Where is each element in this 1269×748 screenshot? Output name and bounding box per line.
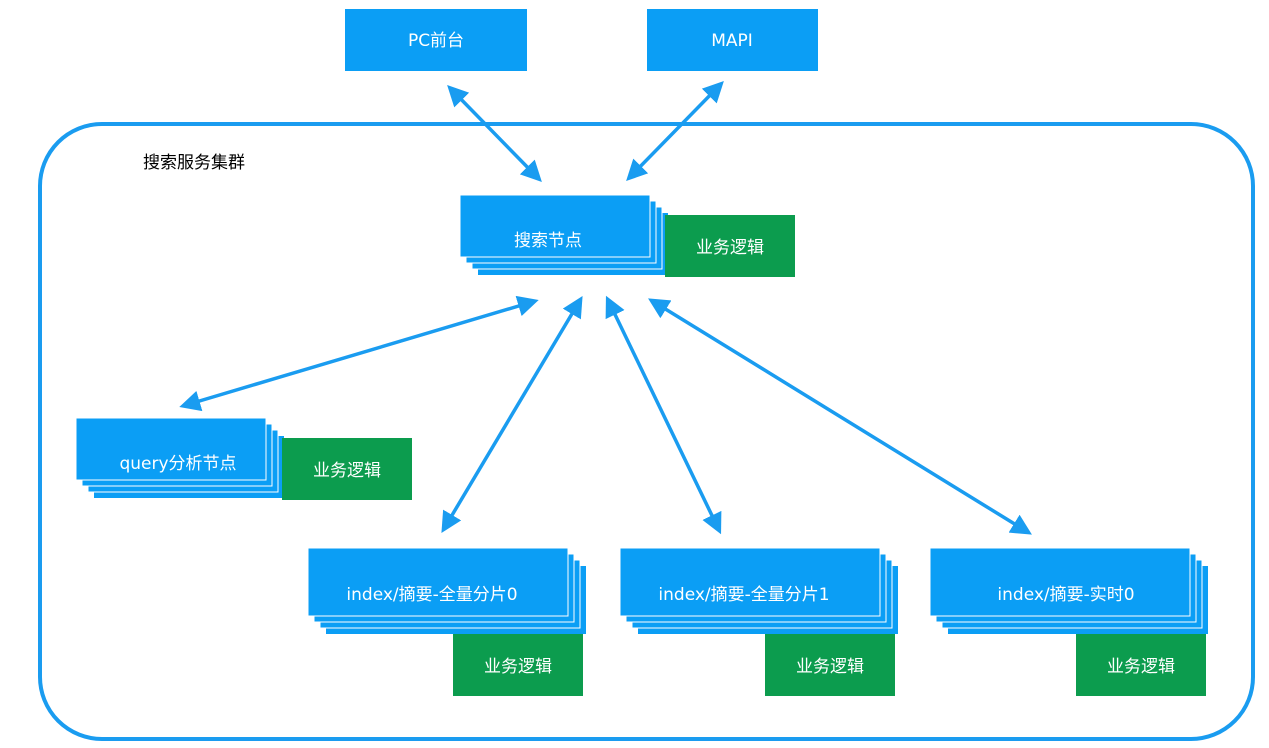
shard-node-0-logic: 业务逻辑 [453, 634, 583, 696]
shard-node-realtime-0-logic-label: 业务逻辑 [1107, 657, 1175, 677]
arrow-pc-to-search [447, 84, 542, 183]
cluster-label: 搜索服务集群 [143, 153, 245, 173]
pc-frontend-node[interactable]: PC前台 [345, 9, 527, 71]
shard-node-0-label: index/摘要-全量分片0 [346, 585, 517, 605]
query-analysis-node-label: query分析节点 [119, 454, 236, 474]
search-node-label: 搜索节点 [514, 231, 582, 251]
arrow-search-to-query [179, 295, 539, 412]
shard-node-0-logic-label: 业务逻辑 [484, 657, 552, 677]
mapi-label: MAPI [711, 31, 753, 51]
pc-frontend-label: PC前台 [408, 31, 464, 51]
shard-node-realtime-0[interactable]: index/摘要-实时0 [929, 547, 1208, 634]
query-analysis-node-logic: 业务逻辑 [282, 438, 412, 500]
shard-node-1-label: index/摘要-全量分片1 [658, 585, 829, 605]
query-analysis-node[interactable]: query分析节点 [75, 417, 284, 498]
search-node[interactable]: 搜索节点 [459, 194, 668, 275]
query-analysis-node-logic-label: 业务逻辑 [313, 461, 381, 481]
arrow-search-to-realtime-0 [648, 298, 1032, 535]
shard-node-1-logic: 业务逻辑 [765, 634, 895, 696]
shard-node-0[interactable]: index/摘要-全量分片0 [307, 547, 586, 634]
mapi-node[interactable]: MAPI [647, 9, 818, 71]
shard-node-realtime-0-logic: 业务逻辑 [1076, 634, 1206, 696]
arrow-search-to-shard-1 [605, 295, 722, 535]
arrow-search-to-shard-0 [441, 295, 583, 534]
shard-node-realtime-0-label: index/摘要-实时0 [997, 585, 1134, 605]
shard-node-1-logic-label: 业务逻辑 [796, 657, 864, 677]
arrow-mapi-to-search [626, 80, 724, 182]
search-node-logic: 业务逻辑 [665, 215, 795, 277]
search-node-logic-label: 业务逻辑 [696, 238, 764, 258]
shard-node-1[interactable]: index/摘要-全量分片1 [619, 547, 898, 634]
